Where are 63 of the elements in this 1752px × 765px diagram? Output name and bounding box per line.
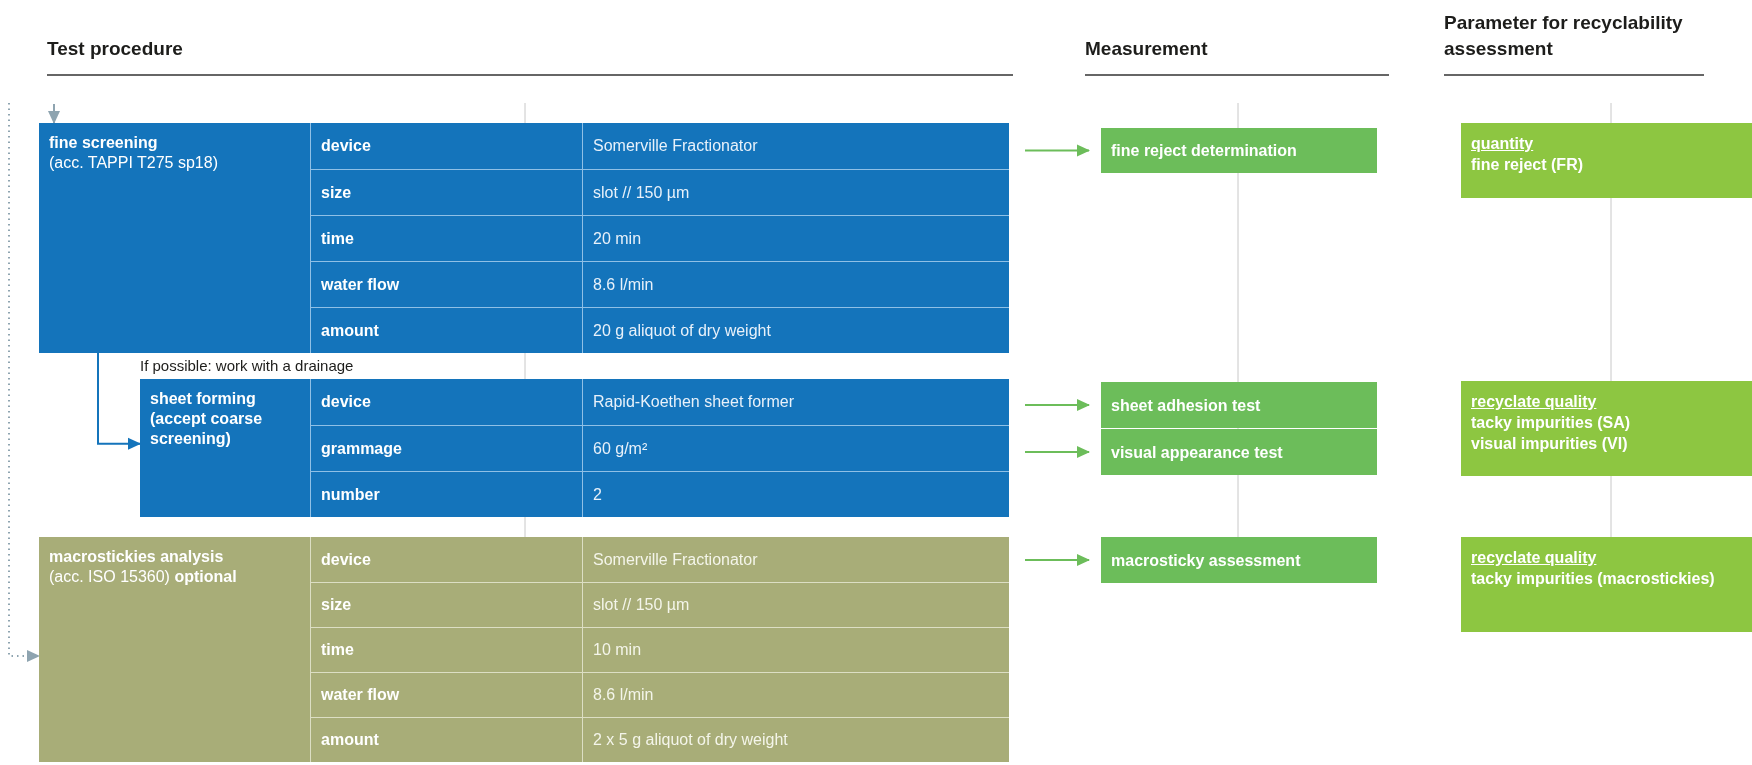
- table-cell: Rapid-Koethen sheet former: [582, 379, 1009, 425]
- measurement-name: visual appearance test: [1111, 442, 1284, 463]
- block-subheading: (acc. ISO 15360) optional: [49, 567, 238, 587]
- measurement-name: sheet adhesion test: [1111, 395, 1262, 416]
- parameter-name: tacky impurities (macrostickies): [1471, 569, 1716, 589]
- measurement-box: [1101, 429, 1377, 475]
- parameter-category: recyclate quality: [1471, 392, 1597, 412]
- block-heading: macrostickies analysis: [49, 547, 225, 567]
- table-cell: device: [310, 123, 582, 169]
- measurement-name: fine reject determination: [1111, 141, 1298, 161]
- table-cell: slot // 150 µm: [582, 169, 1009, 215]
- table-cell: 2 x 5 g aliquot of dry weight: [582, 717, 1009, 762]
- table-cell: amount: [310, 307, 582, 353]
- measurement-box: [1101, 128, 1377, 173]
- table-cell: Somerville Fractionator: [582, 537, 1009, 582]
- column-header: Test procedure: [47, 37, 184, 61]
- table-cell: 20 g aliquot of dry weight: [582, 307, 1009, 353]
- measurement-box: [1101, 382, 1377, 428]
- table-cell: slot // 150 µm: [582, 582, 1009, 627]
- block-subheading: (acc. TAPPI T275 sp18): [49, 153, 219, 173]
- parameter-box: [1461, 537, 1752, 632]
- table-cell: size: [310, 169, 582, 215]
- arrow: [48, 103, 60, 124]
- table-cell: water flow: [310, 261, 582, 307]
- arrow: [1024, 144, 1090, 157]
- parameter-box: [1461, 123, 1752, 198]
- arrow: [97, 352, 141, 450]
- table-cell: amount: [310, 717, 582, 762]
- measurement-name: macrosticky assessment: [1111, 550, 1302, 571]
- block-heading: sheet forming (accept coarse screening): [150, 389, 264, 449]
- procedure-block: [140, 379, 1009, 517]
- table-cell: 2: [582, 471, 1009, 517]
- parameter-category: quantity: [1471, 134, 1534, 154]
- parameter-name: tacky impurities (SA): [1471, 413, 1632, 433]
- parameter-name: visual impurities (VI): [1471, 434, 1629, 454]
- parameter-box: [1461, 381, 1752, 476]
- table-cell: 20 min: [582, 215, 1009, 261]
- table-cell: 10 min: [582, 627, 1009, 672]
- procedure-block: [39, 123, 1009, 353]
- table-cell: grammage: [310, 425, 582, 471]
- column-header: Measurement: [1085, 37, 1209, 61]
- table-cell: water flow: [310, 672, 582, 717]
- block-heading: fine screening: [49, 133, 159, 153]
- table-cell: 8.6 l/min: [582, 672, 1009, 717]
- column-header: Parameter for recyclability assessment: [1444, 11, 1684, 61]
- arrow: [1024, 446, 1090, 458]
- note-text: If possible: work with a drainage: [140, 356, 354, 376]
- table-cell: device: [310, 537, 582, 582]
- table-cell: number: [310, 471, 582, 517]
- procedure-block: [39, 537, 1009, 762]
- parameter-category: recyclate quality: [1471, 548, 1597, 568]
- arrow: [1024, 554, 1090, 566]
- table-cell: device: [310, 379, 582, 425]
- arrow: [1024, 399, 1090, 411]
- table-cell: 60 g/m²: [582, 425, 1009, 471]
- measurement-box: [1101, 537, 1377, 583]
- table-cell: size: [310, 582, 582, 627]
- arrow: [8, 102, 40, 662]
- parameter-name: fine reject (FR): [1471, 155, 1584, 175]
- table-cell: time: [310, 215, 582, 261]
- table-cell: Somerville Fractionator: [582, 123, 1009, 169]
- table-cell: time: [310, 627, 582, 672]
- table-cell: 8.6 l/min: [582, 261, 1009, 307]
